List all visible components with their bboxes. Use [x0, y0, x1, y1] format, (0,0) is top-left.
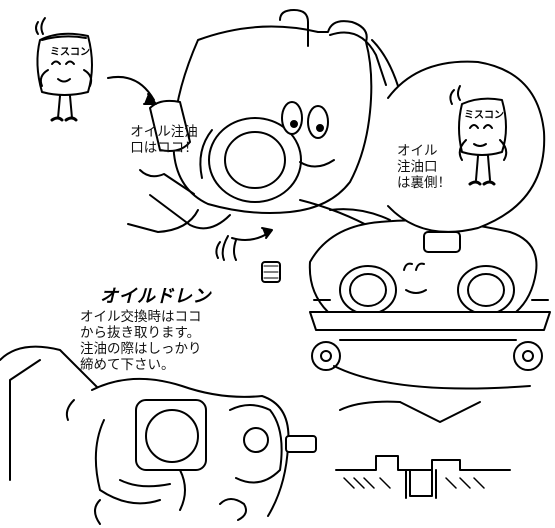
compressor-right — [308, 219, 551, 390]
oil-drain-title: オイルドレン — [100, 286, 211, 307]
mascot-label-right: ミスコン — [464, 110, 504, 121]
callout-circle-right — [387, 60, 546, 233]
engine-main — [107, 9, 417, 283]
drain-detail — [335, 400, 511, 499]
engine-bottom — [0, 345, 317, 525]
mascot-label-left: ミスコン — [50, 47, 90, 58]
oil-fill-back-callout: オイル 注油口 は裏側！ — [397, 143, 451, 191]
mascot-top-left — [35, 17, 93, 122]
oil-fill-callout: オイル注油 口はココ！ — [130, 124, 198, 156]
oil-drain-instructions: オイル交換時はココ から抜き取ります。 注油の際はしっかり 締めて下さい。 — [80, 309, 202, 373]
